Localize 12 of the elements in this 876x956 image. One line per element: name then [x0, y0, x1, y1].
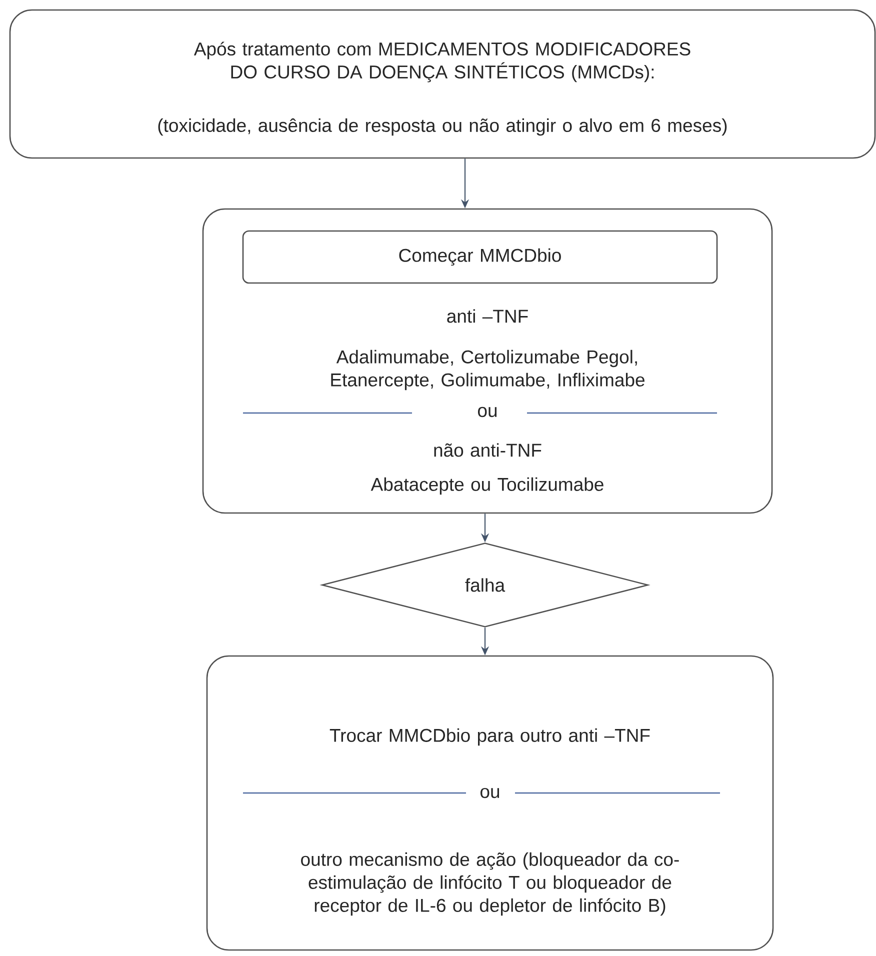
box-text: outro mecanismo de ação (bloqueador da co-estimulação de linfócito T ou bloqueador de receptor de IL-6 ou depletor de linfócito B)	[301, 852, 679, 916]
box-text: anti –TNF	[447, 309, 528, 323]
separator-word: ou	[480, 788, 500, 798]
box-text: Após tratamento com MEDICAMENTOS MODIFICADORES DO CURSO DA DOENÇA SINTÉTICOS (MMCDs):	[194, 42, 690, 82]
box-text: Trocar MMCDbio para outro anti –TNF	[330, 728, 650, 746]
box-text: (toxicidade, ausência de resposta ou não atingir o alvo em 6 meses)	[158, 118, 727, 136]
box-text: não anti-TNF	[434, 443, 542, 457]
box-text: falha	[465, 578, 506, 592]
box-text: Adalimumabe, Certolizumabe Pegol, Etanercepte, Golimumabe, Infliximabe	[331, 350, 644, 390]
separator-word: ou	[478, 406, 497, 418]
box-text: Começar MMCDbio	[399, 248, 561, 266]
box-text: Abatacepte ou Tocilizumabe	[370, 477, 604, 495]
